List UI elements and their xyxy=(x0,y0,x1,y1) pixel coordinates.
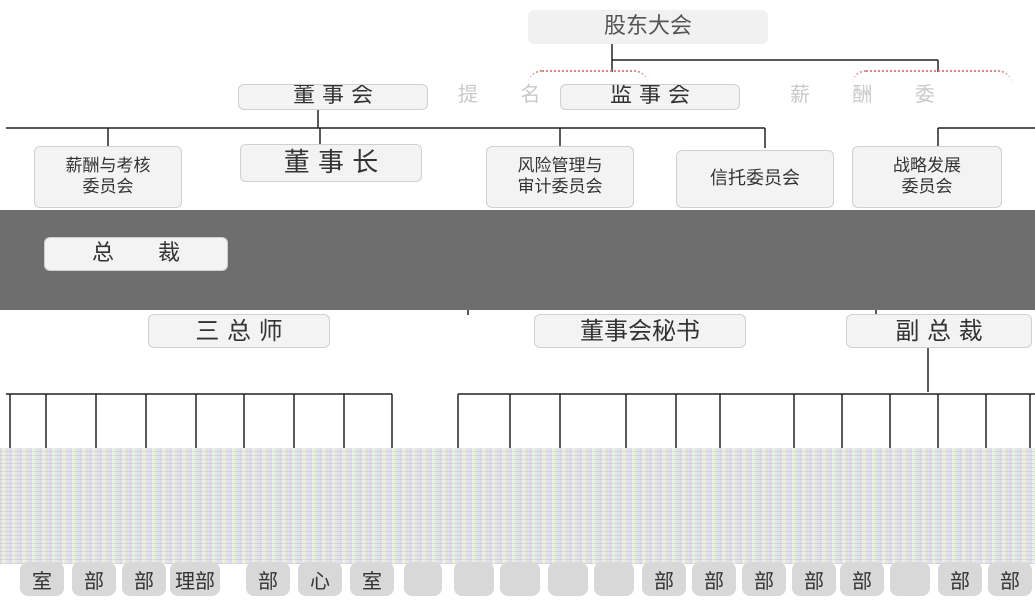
node-strategy-line1: 战略发展 xyxy=(893,155,961,176)
decor-scribble-right xyxy=(852,70,1012,84)
dept-box-14[interactable]: 部 xyxy=(692,562,736,596)
dept-box-17[interactable]: 部 xyxy=(840,562,884,596)
dept-label-16: 部 xyxy=(804,569,824,593)
dept-label-20: 部 xyxy=(1000,569,1020,593)
dept-label-7: 室 xyxy=(362,569,382,593)
dept-box-6[interactable]: 心 xyxy=(298,562,342,596)
dept-box-5[interactable]: 部 xyxy=(246,562,290,596)
dept-box-13[interactable]: 部 xyxy=(642,562,686,596)
dept-box-12[interactable] xyxy=(594,562,634,596)
node-strategy-line2: 委员会 xyxy=(901,177,953,197)
node-vice-president-label: 副 总 裁 xyxy=(895,317,983,345)
node-supervisory[interactable]: 监 事 会 xyxy=(560,84,740,110)
dept-box-18[interactable] xyxy=(890,562,930,596)
node-president-label: 总 裁 xyxy=(91,241,180,267)
dept-label-19: 部 xyxy=(950,569,970,593)
node-risk-audit-committee[interactable]: 风险管理与 审计委员会 xyxy=(486,146,634,208)
node-pay-audit-committee[interactable]: 薪酬与考核 委员会 xyxy=(34,146,182,208)
node-chief-officers-label: 三 总 师 xyxy=(195,317,283,345)
dept-box-20[interactable]: 部 xyxy=(988,562,1032,596)
node-chairman-label: 董 事 长 xyxy=(283,147,379,178)
dept-label-6: 心 xyxy=(310,569,330,593)
dept-box-16[interactable]: 部 xyxy=(792,562,836,596)
dept-label-2: 部 xyxy=(84,569,104,593)
dept-box-7[interactable]: 室 xyxy=(350,562,394,596)
dept-box-4[interactable]: 理部 xyxy=(170,562,220,596)
dept-label-13: 部 xyxy=(654,569,674,593)
node-chairman[interactable]: 董 事 长 xyxy=(240,144,422,182)
dept-box-1[interactable]: 室 xyxy=(20,562,64,596)
node-board[interactable]: 董 事 会 xyxy=(238,84,428,110)
dept-label-14: 部 xyxy=(704,569,724,593)
node-board-label: 董 事 会 xyxy=(293,84,373,108)
node-risk-audit-line2: 审计委员会 xyxy=(517,177,603,197)
dept-label-15: 部 xyxy=(754,569,774,593)
node-chief-officers[interactable]: 三 总 师 xyxy=(148,314,330,348)
dept-label-17: 部 xyxy=(852,569,872,593)
dept-box-9[interactable] xyxy=(454,562,494,596)
dept-box-10[interactable] xyxy=(500,562,540,596)
dept-box-2[interactable]: 部 xyxy=(72,562,116,596)
node-board-secretary[interactable]: 董事会秘书 xyxy=(534,314,746,348)
dept-box-3[interactable]: 部 xyxy=(122,562,166,596)
dept-label-4: 理部 xyxy=(175,569,215,593)
dept-box-11[interactable] xyxy=(548,562,588,596)
dept-label-1: 室 xyxy=(32,569,52,593)
node-risk-audit-line1: 风险管理与 xyxy=(517,155,603,176)
node-board-secretary-label: 董事会秘书 xyxy=(580,317,700,345)
node-strategy-committee[interactable]: 战略发展 委员会 xyxy=(852,146,1002,208)
dept-box-8[interactable] xyxy=(404,562,442,596)
node-supervisory-label: 监 事 会 xyxy=(610,84,690,108)
node-shareholders-label: 股东大会 xyxy=(603,14,692,40)
node-vice-president[interactable]: 副 总 裁 xyxy=(846,314,1032,348)
node-remuneration-label: 薪 酬 委 xyxy=(790,82,953,106)
dept-box-15[interactable]: 部 xyxy=(742,562,786,596)
node-trust-committee[interactable]: 信托委员会 xyxy=(676,150,834,208)
node-pay-audit-line1: 薪酬与考核 xyxy=(65,155,151,176)
decor-scribble-left xyxy=(528,70,648,84)
node-trust-label: 信托委员会 xyxy=(710,167,800,189)
node-shareholders[interactable]: 股东大会 xyxy=(528,10,768,44)
dept-box-19[interactable]: 部 xyxy=(938,562,982,596)
node-president[interactable]: 总 裁 xyxy=(44,237,228,271)
dept-label-3: 部 xyxy=(134,569,154,593)
dept-label-5: 部 xyxy=(258,569,278,593)
node-pay-audit-line2: 委员会 xyxy=(82,177,134,197)
department-boxes-corrupted xyxy=(0,448,1035,564)
